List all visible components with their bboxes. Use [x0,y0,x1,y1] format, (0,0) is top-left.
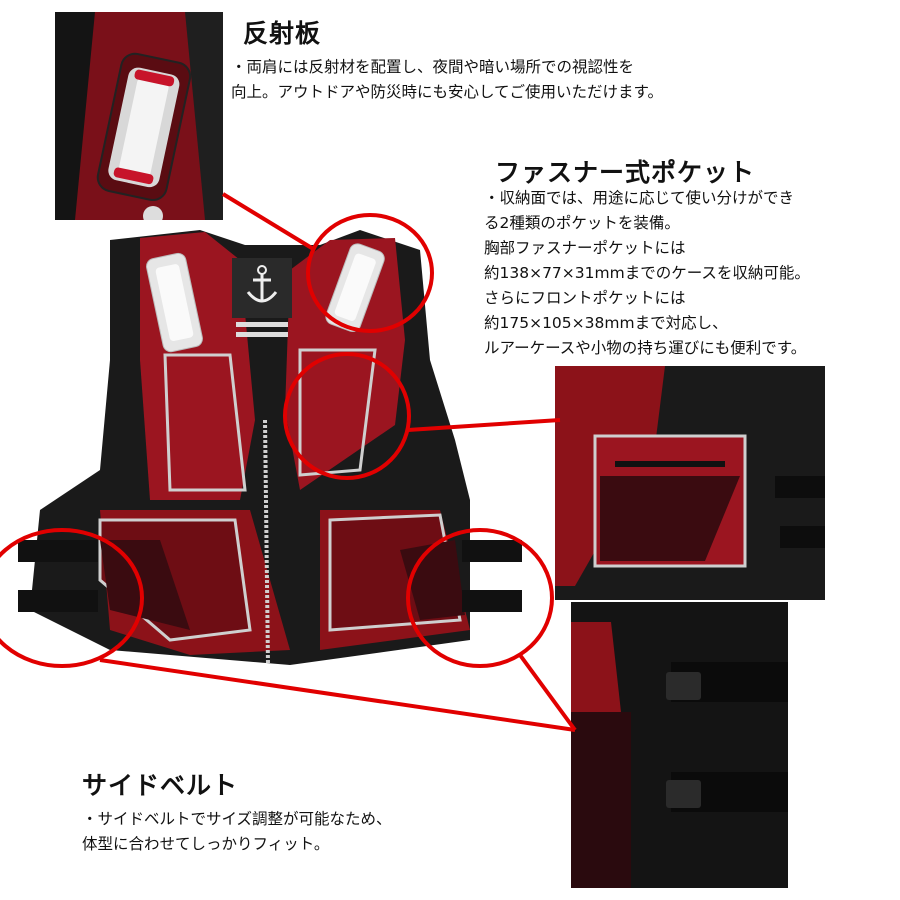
reflector-connector-line [221,192,317,252]
belt-connector-line [99,658,576,732]
anchor-icon [246,265,278,303]
reflector-highlight-circle [306,213,434,333]
pocket-connector-line [407,418,561,432]
belt-description: ・サイドベルトでサイズ調整が可能なため、 体型に合わせてしっかりフィット。 [82,810,392,853]
belt-title: サイドベルト [82,771,239,800]
pocket-title: ファスナー式ポケット [495,158,756,187]
pocket-detail-photo [555,366,825,600]
left-belt-highlight-circle [0,528,144,668]
reflector-title: 反射板 [243,19,322,48]
vest-main-photo [0,210,560,680]
reflector-detail-photo [55,12,223,220]
chest-pocket-highlight-circle [283,352,411,480]
pocket-description: ・収納面では、用途に応じて使い分けができ る2種類のポケットを装備。 胸部ファス… [484,189,810,357]
right-belt-highlight-circle [406,528,554,668]
belt-detail-photo [571,602,788,888]
reflector-description: ・両肩には反射材を配置し、夜間や暗い場所での視認性を 向上。アウトドアや防災時に… [231,58,663,101]
